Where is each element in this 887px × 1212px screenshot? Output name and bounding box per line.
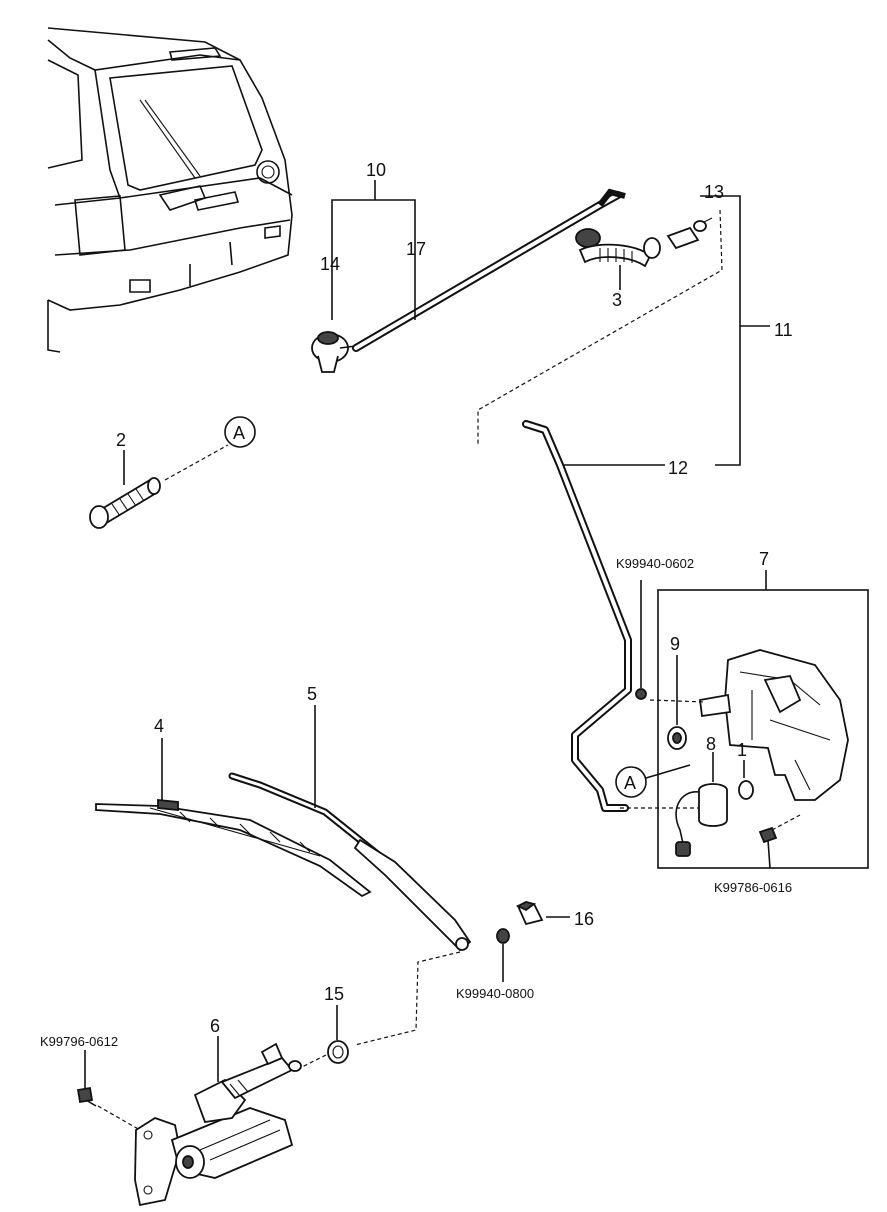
label-10: 10 bbox=[366, 160, 386, 180]
label-15: 15 bbox=[324, 984, 344, 1004]
washer-nozzle bbox=[311, 331, 357, 373]
label-5: 5 bbox=[307, 684, 317, 704]
label-4: 4 bbox=[154, 716, 164, 736]
ref-a-mid: A bbox=[624, 773, 636, 793]
code-bolt-reservoir: K99786-0616 bbox=[714, 880, 792, 895]
wiper-arm bbox=[228, 772, 472, 952]
bolt-reservoir bbox=[758, 826, 778, 869]
car-rear-illustration bbox=[47, 27, 293, 353]
label-3: 3 bbox=[612, 290, 622, 310]
ref-circle-a-top bbox=[224, 416, 256, 448]
ref-circle-a-mid bbox=[615, 766, 647, 798]
reservoir-box bbox=[657, 589, 869, 869]
pump-grommet bbox=[738, 780, 754, 800]
wiper-motor bbox=[134, 1042, 302, 1207]
label-14: 14 bbox=[320, 254, 340, 274]
label-8: 8 bbox=[706, 734, 716, 754]
wiper-blade bbox=[95, 799, 372, 898]
label-16: 16 bbox=[574, 909, 594, 929]
label-13: 13 bbox=[704, 182, 724, 202]
label-1: 1 bbox=[737, 740, 747, 760]
motor-grommet bbox=[327, 1040, 349, 1064]
washer-pump bbox=[675, 783, 728, 857]
washer-tube-rear bbox=[522, 420, 632, 812]
label-bracket-10 bbox=[331, 199, 416, 320]
washer-reservoir bbox=[699, 649, 849, 801]
nut-arm bbox=[496, 928, 510, 944]
label-7: 7 bbox=[759, 549, 769, 569]
bolt-motor bbox=[76, 1086, 97, 1107]
label-2: 2 bbox=[116, 430, 126, 450]
washer-hose-upper bbox=[352, 188, 626, 352]
filler-cap bbox=[667, 726, 687, 750]
hose-connector bbox=[666, 217, 713, 250]
label-6: 6 bbox=[210, 1016, 220, 1036]
label-9: 9 bbox=[670, 634, 680, 654]
hose-joint bbox=[575, 228, 661, 268]
arm-cap bbox=[515, 901, 544, 926]
code-nut-reservoir: K99940-0602 bbox=[616, 556, 694, 571]
dashed-connector-13-12 bbox=[477, 209, 723, 445]
label-11: 11 bbox=[774, 320, 793, 340]
label-12: 12 bbox=[668, 458, 688, 478]
nut-reservoir bbox=[635, 688, 647, 700]
grommet bbox=[89, 477, 161, 529]
label-17: 17 bbox=[406, 239, 426, 259]
code-nut-arm: K99940-0800 bbox=[456, 986, 534, 1001]
ref-a-top: A bbox=[233, 423, 245, 443]
code-bolt-motor: K99796-0612 bbox=[40, 1034, 118, 1049]
